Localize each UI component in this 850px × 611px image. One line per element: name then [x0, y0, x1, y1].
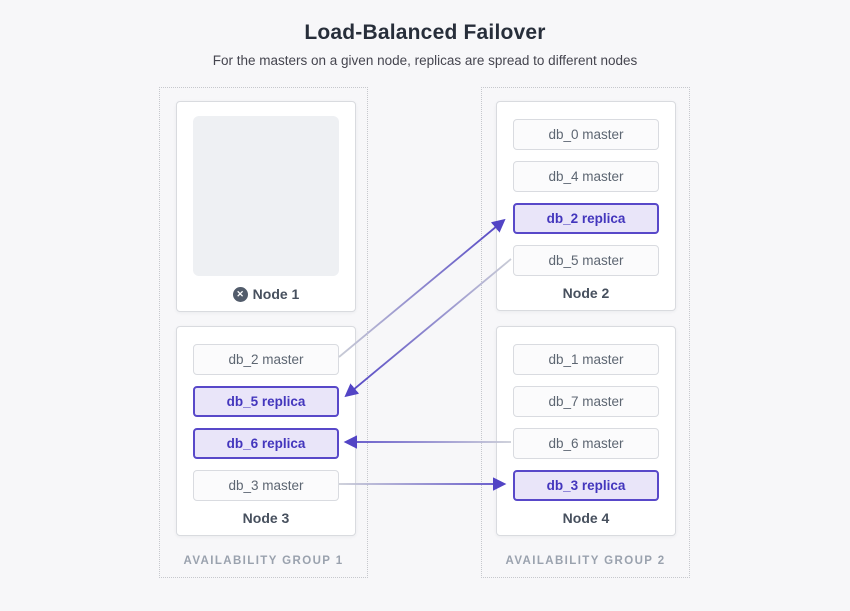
- db-label: db_7 master: [548, 394, 624, 409]
- db-box-db2-replica: db_2 replica: [513, 203, 659, 234]
- db-box-db3-replica: db_3 replica: [513, 470, 659, 501]
- db-label: db_5 master: [548, 253, 624, 268]
- db-label: db_3 replica: [546, 478, 626, 493]
- db-box-db6-master: db_6 master: [513, 428, 659, 459]
- db-box-db6-replica: db_6 replica: [193, 428, 339, 459]
- node-label-node2: Node 2: [562, 285, 610, 301]
- db-label: db_2 master: [228, 352, 304, 367]
- node-card-node3: db_2 master db_5 replica db_6 replica db…: [176, 326, 356, 536]
- node1-failed-placeholder: [193, 116, 339, 276]
- node-card-node4: db_1 master db_7 master db_6 master db_3…: [496, 326, 676, 536]
- db-box-db5-master: db_5 master: [513, 245, 659, 276]
- db-label: db_1 master: [548, 352, 624, 367]
- availability-group-2-label: AVAILABILITY GROUP 2: [505, 555, 666, 567]
- page-title: Load-Balanced Failover: [304, 21, 546, 44]
- node-card-node1: ✕ Node 1: [176, 101, 356, 312]
- db-box-db1-master: db_1 master: [513, 344, 659, 375]
- db-label: db_6 master: [548, 436, 624, 451]
- node-label-node4: Node 4: [562, 510, 610, 526]
- node-label-node3: Node 3: [242, 510, 290, 526]
- availability-group-2: db_0 master db_4 master db_2 replica db_…: [481, 87, 690, 578]
- db-box-db4-master: db_4 master: [513, 161, 659, 192]
- x-glyph: ✕: [236, 288, 244, 299]
- db-label: db_5 replica: [226, 394, 306, 409]
- x-circle-icon: ✕: [232, 286, 248, 302]
- node-label-node1: ✕ Node 1: [177, 284, 355, 302]
- db-box-db0-master: db_0 master: [513, 119, 659, 150]
- db-label: db_3 master: [228, 478, 304, 493]
- db-box-db5-replica: db_5 replica: [193, 386, 339, 417]
- header: Load-Balanced Failover For the masters o…: [0, 21, 850, 68]
- page-subtitle: For the masters on a given node, replica…: [212, 53, 638, 68]
- db-label: db_2 replica: [546, 211, 626, 226]
- availability-group-1-label: AVAILABILITY GROUP 1: [183, 555, 344, 567]
- availability-group-1: ✕ Node 1 db_2 master db_5 replica db_6 r…: [159, 87, 368, 578]
- db-box-db2-master: db_2 master: [193, 344, 339, 375]
- db-label: db_6 replica: [226, 436, 306, 451]
- db-box-db7-master: db_7 master: [513, 386, 659, 417]
- node-name-text: Node 1: [252, 286, 300, 302]
- node-card-node2: db_0 master db_4 master db_2 replica db_…: [496, 101, 676, 311]
- db-label: db_0 master: [548, 127, 624, 142]
- db-label: db_4 master: [548, 169, 624, 184]
- db-box-db3-master: db_3 master: [193, 470, 339, 501]
